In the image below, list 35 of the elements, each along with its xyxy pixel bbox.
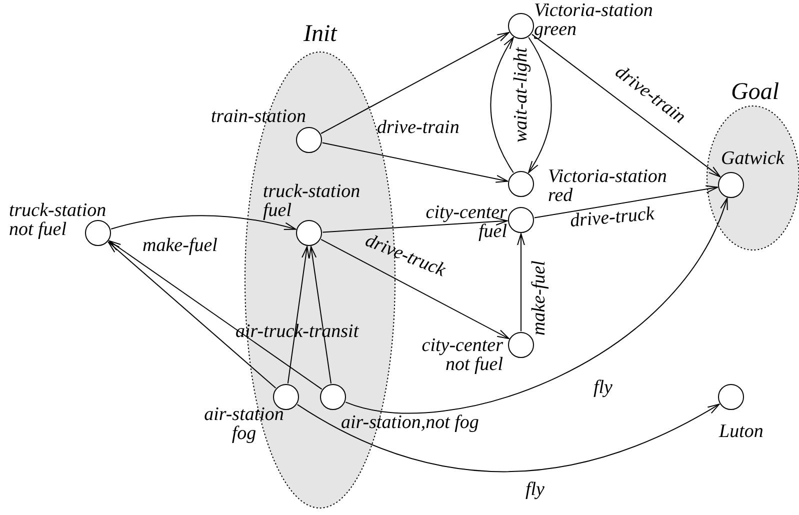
state-label: city-center not fuel [420,336,503,374]
arrow [490,36,514,174]
state-label: air-station,not fog [341,413,480,432]
state-label: truck-station fuel [263,182,362,220]
edge-label: fly [526,481,544,499]
arrow [308,246,332,384]
arrow [345,198,728,414]
arrow [517,233,525,332]
edge-label: make-fuel [530,260,548,336]
arrow [287,246,310,384]
arrow [534,185,718,218]
arrow [110,215,296,230]
state-label: truck-station not fuel [9,201,108,239]
arrow [108,242,276,388]
arrow [108,240,322,390]
edge-label: wait-at-light [512,48,530,142]
arrow [320,32,510,134]
state-label: city-center fuel [426,203,507,241]
edge-label: drive-train [377,119,460,137]
region-heading: Init [304,22,337,46]
arrow [531,34,721,178]
state-label: Luton [719,422,764,441]
state-label: air-station fog [203,405,285,443]
state-label: train-station [210,107,306,126]
arrow [322,142,508,183]
state-label: Victoria-station green [534,1,654,39]
arrow [296,404,720,472]
edge-label: make-fuel [142,237,218,255]
arrow [528,36,552,174]
region-heading: Goal [731,80,779,104]
edge-label: drive-truck [569,205,656,231]
arrow [322,218,508,233]
arrow [320,238,510,340]
edge-label: fly [594,379,612,397]
state-label: Gatwick [721,149,786,168]
